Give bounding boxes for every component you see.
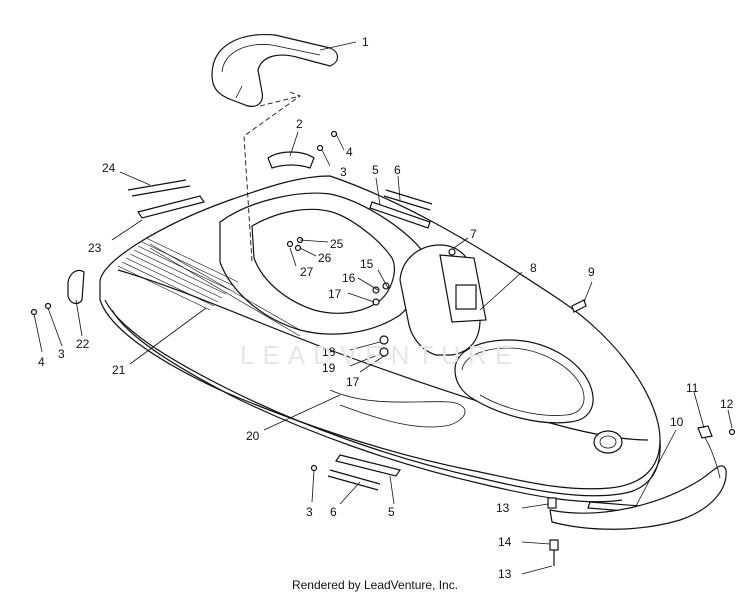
callout-21: 21 [112, 363, 126, 377]
callout-17-top: 17 [328, 287, 342, 301]
side-bumper-part [67, 269, 85, 305]
callout-14: 14 [498, 535, 512, 549]
callout-11: 11 [686, 381, 699, 395]
callout-20: 20 [246, 429, 260, 443]
footer-credit: Rendered by LeadVenture, Inc. [291, 578, 459, 592]
callout-4: 4 [346, 145, 353, 159]
callout-24: 24 [102, 161, 116, 175]
callout-3: 3 [340, 165, 347, 179]
callout-6: 6 [394, 163, 401, 177]
callout-10: 10 [670, 415, 684, 429]
callout-5-bottom: 5 [388, 505, 395, 519]
callout-26: 26 [318, 251, 332, 265]
callout-labels: 1 2 3 4 5 6 24 23 25 26 27 7 8 9 15 16 1… [38, 35, 734, 581]
callout-19: 19 [322, 361, 336, 375]
callout-3-left: 3 [58, 347, 65, 361]
callout-25: 25 [330, 237, 344, 251]
callout-9: 9 [588, 265, 595, 279]
callout-6-bottom: 6 [330, 505, 337, 519]
callout-4-left: 4 [38, 355, 45, 369]
callout-7: 7 [470, 227, 477, 241]
callout-8: 8 [530, 261, 537, 275]
cover-plate-part [267, 151, 315, 169]
callout-16: 16 [342, 271, 356, 285]
callout-18: 18 [322, 345, 336, 359]
hull-body [99, 175, 661, 503]
decal-strips [127, 179, 641, 513]
callout-17-bottom: 17 [346, 375, 360, 389]
callout-22: 22 [76, 337, 90, 351]
callout-12: 12 [720, 397, 734, 411]
callout-23: 23 [88, 241, 102, 255]
callout-13-top: 13 [496, 501, 510, 515]
watermark: LEADVENTURE [240, 340, 521, 370]
callout-27: 27 [300, 265, 314, 279]
assembly-lines [243, 91, 301, 263]
callout-1: 1 [362, 35, 369, 49]
callout-2: 2 [296, 117, 303, 131]
leader-lines [33, 41, 733, 575]
handle-part [211, 33, 339, 107]
callout-13-bottom: 13 [498, 567, 512, 581]
callout-15: 15 [360, 257, 374, 271]
bow-bumper-part [549, 465, 727, 530]
callout-3-bottom: 3 [306, 505, 313, 519]
callout-5: 5 [372, 163, 379, 177]
